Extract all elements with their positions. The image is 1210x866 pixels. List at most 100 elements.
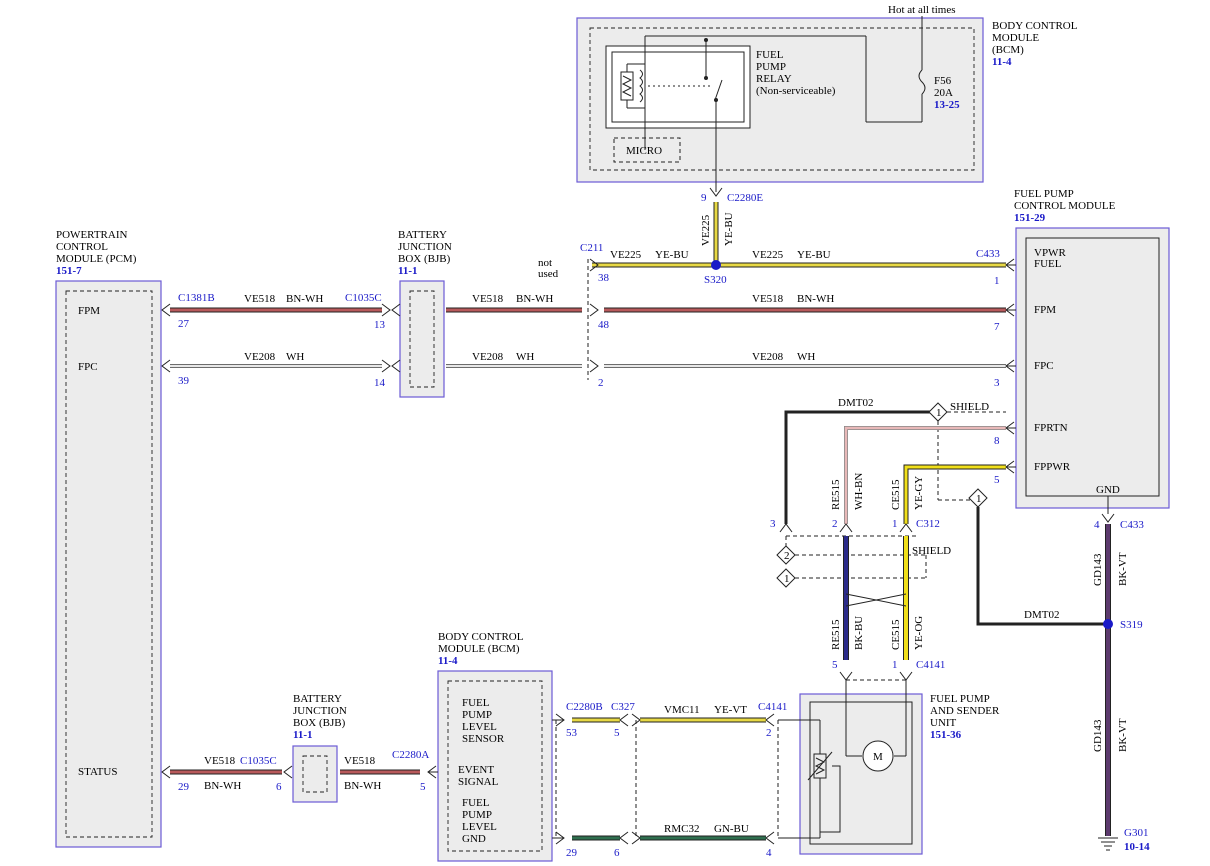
svg-text:BATTERY: BATTERY [293,693,342,705]
svg-text:11-1: 11-1 [293,729,313,741]
svg-text:PUMP: PUMP [462,809,492,821]
bcm-top-title: BODY CONTROL MODULE (BCM) 11-4 [992,20,1078,68]
svg-text:7: 7 [994,321,1000,333]
motor-label: M [873,751,883,763]
svg-text:BN-WH: BN-WH [516,293,553,305]
svg-text:VE518: VE518 [244,293,276,305]
svg-text:3: 3 [770,518,776,530]
svg-text:BK-BU: BK-BU [853,616,865,650]
svg-text:151-36: 151-36 [930,729,962,741]
svg-text:FPPWR: FPPWR [1034,461,1071,473]
svg-text:WH: WH [516,351,534,363]
svg-text:GND: GND [462,833,486,845]
s320-label: S320 [704,274,727,286]
svg-text:BN-WH: BN-WH [286,293,323,305]
svg-text:MODULE (BCM): MODULE (BCM) [438,643,520,655]
micro-box [613,137,681,163]
shield-diamond-left-2 [776,568,796,588]
wire-ce515-ye-gy [903,464,1006,524]
svg-text:6: 6 [276,781,282,793]
svg-text:5: 5 [614,727,620,739]
svg-text:1: 1 [994,275,1000,287]
svg-text:CE515: CE515 [890,479,902,510]
svg-text:(Non-serviceable): (Non-serviceable) [756,85,836,97]
sender-inner [809,701,913,845]
svg-text:5: 5 [832,659,838,671]
c312-label: C312 [916,518,940,530]
svg-text:38: 38 [598,272,610,284]
svg-text:DMT02: DMT02 [1024,609,1059,621]
pcm-module [55,280,162,848]
svg-text:WH: WH [286,351,304,363]
pcm-title: POWERTRAIN CONTROL MODULE (PCM) 151-7 [56,229,137,277]
svg-text:6: 6 [614,847,620,859]
svg-text:11-1: 11-1 [398,265,418,277]
c211-pin38-icon [589,258,599,272]
svg-text:2: 2 [766,727,772,739]
svg-text:1: 1 [784,573,790,585]
svg-text:UNIT: UNIT [930,717,957,729]
svg-text:WH-BN: WH-BN [853,473,865,510]
svg-text:YE-BU: YE-BU [797,249,831,261]
fpcm-module [1015,227,1170,509]
svg-text:FUEL: FUEL [462,697,490,709]
svg-text:SIGNAL: SIGNAL [458,776,499,788]
bcm-bottom-module [437,670,553,862]
c433-a-label: C433 [976,248,1000,260]
svg-text:YE-VT: YE-VT [714,704,747,716]
fuse-rating: 20A [934,87,953,99]
svg-text:PUMP: PUMP [756,61,786,73]
svg-text:5: 5 [420,781,426,793]
svg-text:1: 1 [892,659,898,671]
svg-text:RELAY: RELAY [756,73,792,85]
level-sensor-icon [778,719,841,839]
hot-label: Hot at all times [888,4,956,16]
bcm-top-title-1: BODY CONTROL [992,20,1078,32]
fuel-pump-motor-icon [862,740,894,772]
wire-re515-wh-bn [844,426,1006,524]
svg-text:BATTERY: BATTERY [398,229,447,241]
fuse-name: F56 [934,75,952,87]
relay-switch-icon [704,38,723,192]
bjb-top-title: BATTERY JUNCTION BOX (BJB) 11-1 [398,229,452,277]
pcm-pin-fpm: FPM [78,305,100,317]
pcm-inner [65,290,153,838]
svg-text:DMT02: DMT02 [838,397,873,409]
svg-text:YE-OG: YE-OG [913,616,925,650]
svg-text:EVENT: EVENT [458,764,494,776]
svg-text:JUNCTION: JUNCTION [293,705,347,717]
svg-text:FPM: FPM [1034,304,1056,316]
svg-text:11-4: 11-4 [438,655,458,667]
svg-text:C1035C: C1035C [345,292,382,304]
svg-text:48: 48 [598,319,610,331]
svg-text:VE518: VE518 [752,293,784,305]
svg-text:BN-WH: BN-WH [797,293,834,305]
s319-splice [1103,619,1113,629]
bjb-top-inner [409,290,435,388]
ground-icon [1098,837,1118,851]
svg-text:1: 1 [892,518,898,530]
relay-coil-icon [620,63,712,109]
svg-text:VMC11: VMC11 [664,704,700,716]
wire-dmt02-upper [784,410,930,524]
svg-text:GND: GND [1096,484,1120,496]
svg-text:used: used [538,268,559,280]
svg-text:CONTROL MODULE: CONTROL MODULE [1014,200,1116,212]
svg-text:BODY CONTROL: BODY CONTROL [438,631,524,643]
svg-text:RMC32: RMC32 [664,823,699,835]
micro-label: MICRO [626,145,662,157]
svg-text:C2280A: C2280A [392,749,429,761]
bjb-top-module [399,280,445,398]
svg-text:29: 29 [178,781,190,793]
svg-text:4: 4 [1094,519,1100,531]
svg-text:2: 2 [598,377,604,389]
not-used-label: not [538,257,552,269]
svg-text:FPC: FPC [1034,360,1054,372]
c2280e-pin-icon [709,187,723,197]
svg-text:GD143: GD143 [1092,719,1104,752]
svg-text:13: 13 [374,319,386,331]
relay-label: FUEL PUMP RELAY (Non-serviceable) [756,49,836,97]
svg-text:BOX (BJB): BOX (BJB) [398,253,451,265]
svg-text:151-29: 151-29 [1014,212,1046,224]
